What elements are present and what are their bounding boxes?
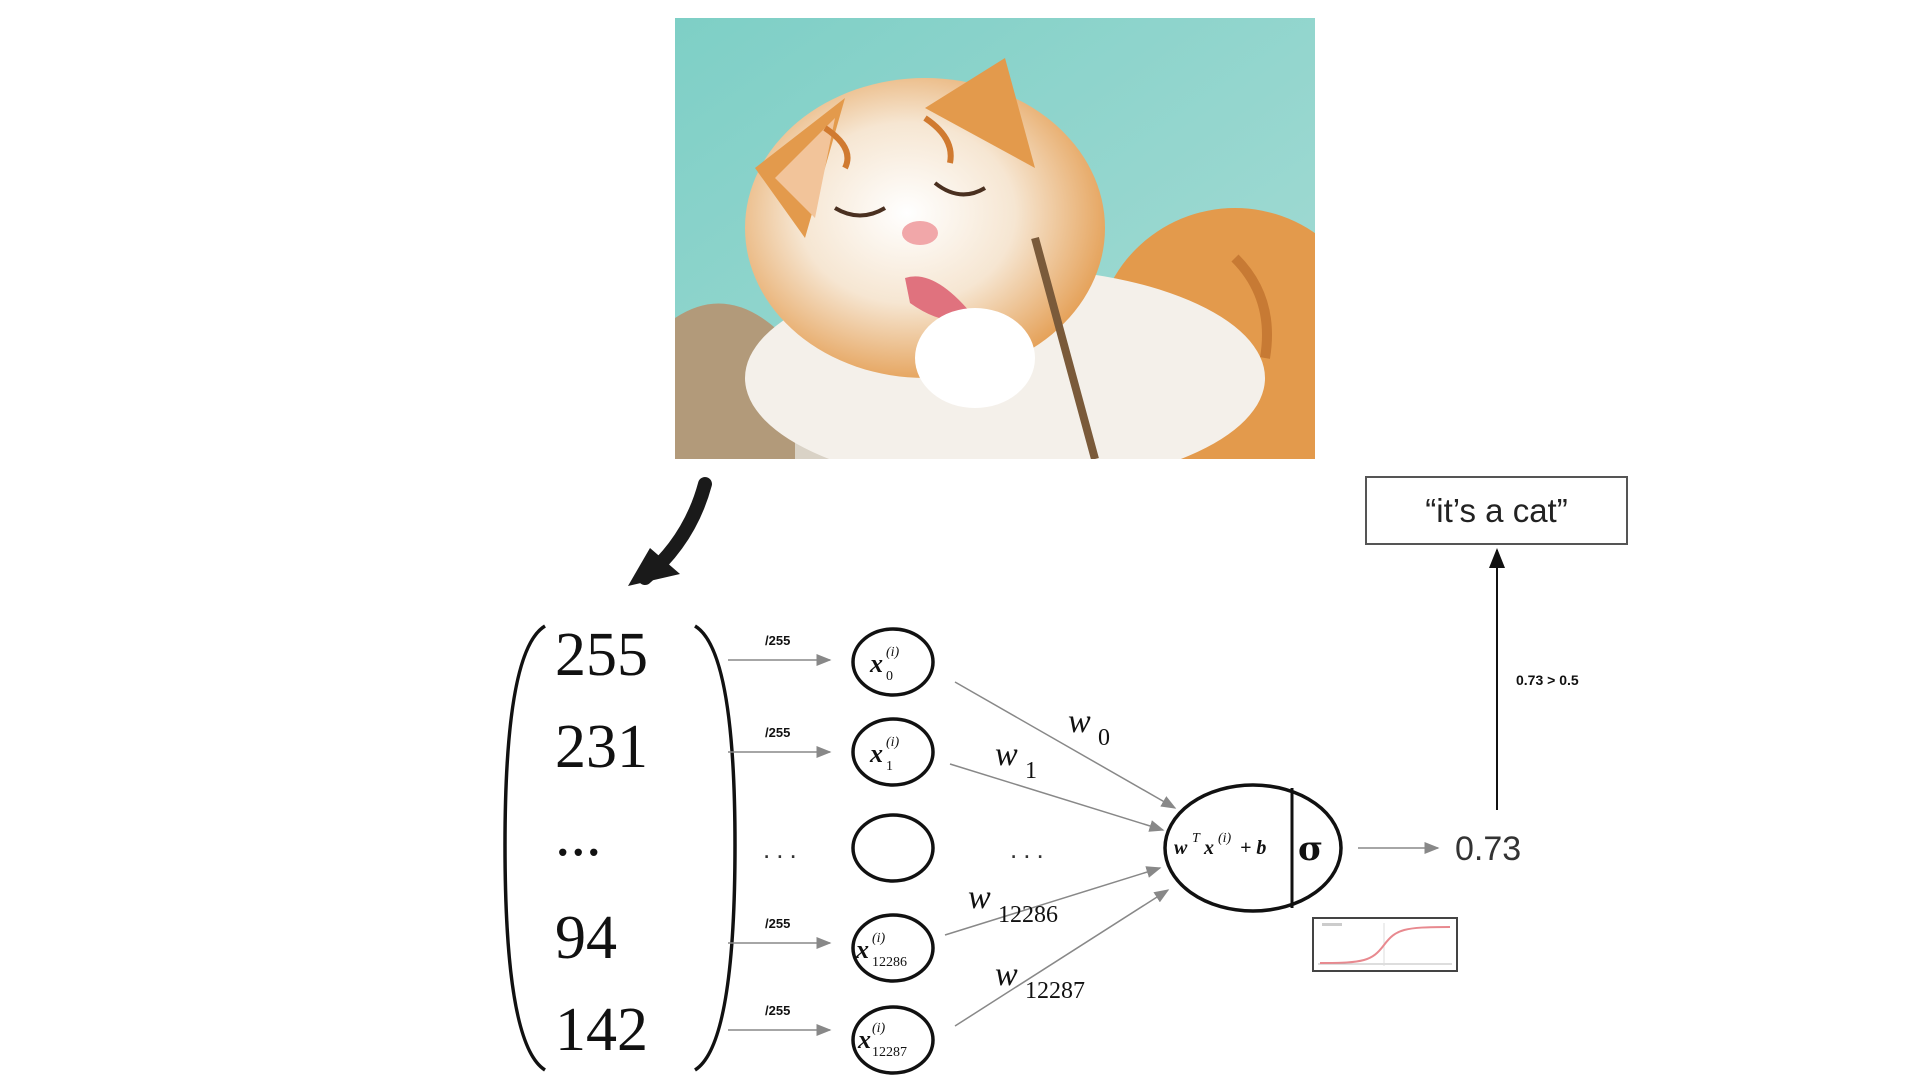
- svg-text:T: T: [1192, 831, 1201, 846]
- svg-text:x: x: [855, 935, 869, 964]
- pixel-value: 231: [555, 713, 648, 781]
- pixel-value: ...: [555, 801, 602, 869]
- svg-text:1: 1: [886, 759, 893, 774]
- input-node-label: x 12287 (i): [857, 1021, 907, 1060]
- svg-text:x: x: [869, 649, 883, 678]
- input-node: [851, 627, 935, 697]
- ellipsis: ...: [1010, 834, 1050, 864]
- linear-function: w T x (i) + b: [1174, 831, 1266, 859]
- svg-text:12287: 12287: [872, 1045, 907, 1060]
- cat-photo: [675, 18, 1315, 459]
- flatten-arrow: [628, 477, 712, 586]
- svg-text:(i): (i): [872, 931, 886, 946]
- scale-arrows: [728, 654, 832, 1036]
- svg-text:0: 0: [886, 669, 893, 684]
- svg-text:x: x: [869, 739, 883, 768]
- weight-label: w 12286: [968, 879, 1058, 928]
- svg-text:x: x: [1203, 837, 1214, 859]
- svg-text:w: w: [1174, 837, 1188, 859]
- input-node: [851, 913, 935, 983]
- ellipsis: ...: [763, 834, 803, 864]
- svg-text:w: w: [995, 736, 1018, 773]
- neuron: [1163, 783, 1343, 913]
- input-node: [851, 1005, 935, 1075]
- input-node-label: x 0 (i): [869, 645, 900, 684]
- svg-text:12286: 12286: [872, 955, 907, 970]
- input-node-label: x 12286 (i): [855, 931, 907, 970]
- sigmoid-symbol: σ: [1298, 829, 1323, 869]
- input-nodes: [851, 627, 935, 1075]
- svg-text:w: w: [968, 879, 991, 916]
- svg-text:w: w: [1068, 703, 1091, 740]
- svg-text:1: 1: [1025, 758, 1037, 784]
- svg-text:0: 0: [1098, 725, 1110, 751]
- prediction-text: “it’s a cat”: [1425, 491, 1568, 529]
- weight-label: w 12287: [995, 956, 1085, 1004]
- sigmoid-plot-thumbnail: [1312, 917, 1458, 972]
- prediction-box: “it’s a cat”: [1365, 476, 1628, 545]
- scale-label: /255: [765, 633, 790, 648]
- svg-text:w: w: [995, 956, 1018, 993]
- svg-text:(i): (i): [872, 1021, 886, 1036]
- pixel-value: 142: [555, 996, 648, 1064]
- svg-text:+ b: + b: [1240, 837, 1266, 859]
- pixel-value: 255: [555, 621, 648, 689]
- svg-text:(i): (i): [1218, 831, 1232, 846]
- threshold-label: 0.73 > 0.5: [1516, 672, 1579, 688]
- svg-text:(i): (i): [886, 645, 900, 660]
- weight-label: w 0: [1068, 703, 1110, 751]
- scale-label: /255: [765, 916, 790, 931]
- right-paren: [693, 624, 737, 1072]
- weight-label: w 1: [995, 736, 1037, 784]
- scale-label: /255: [765, 725, 790, 740]
- input-node: [851, 717, 935, 787]
- pixel-value: 94: [555, 904, 617, 972]
- svg-text:x: x: [857, 1025, 871, 1054]
- svg-text:12286: 12286: [998, 902, 1058, 928]
- input-node-label: x 1 (i): [869, 735, 900, 774]
- input-node-ellipsis: [851, 813, 935, 883]
- output-value: 0.73: [1455, 830, 1521, 868]
- scale-label: /255: [765, 1003, 790, 1018]
- svg-text:12287: 12287: [1025, 978, 1085, 1004]
- svg-text:(i): (i): [886, 735, 900, 750]
- weight-edges: [944, 681, 1177, 1027]
- left-paren: [503, 624, 547, 1072]
